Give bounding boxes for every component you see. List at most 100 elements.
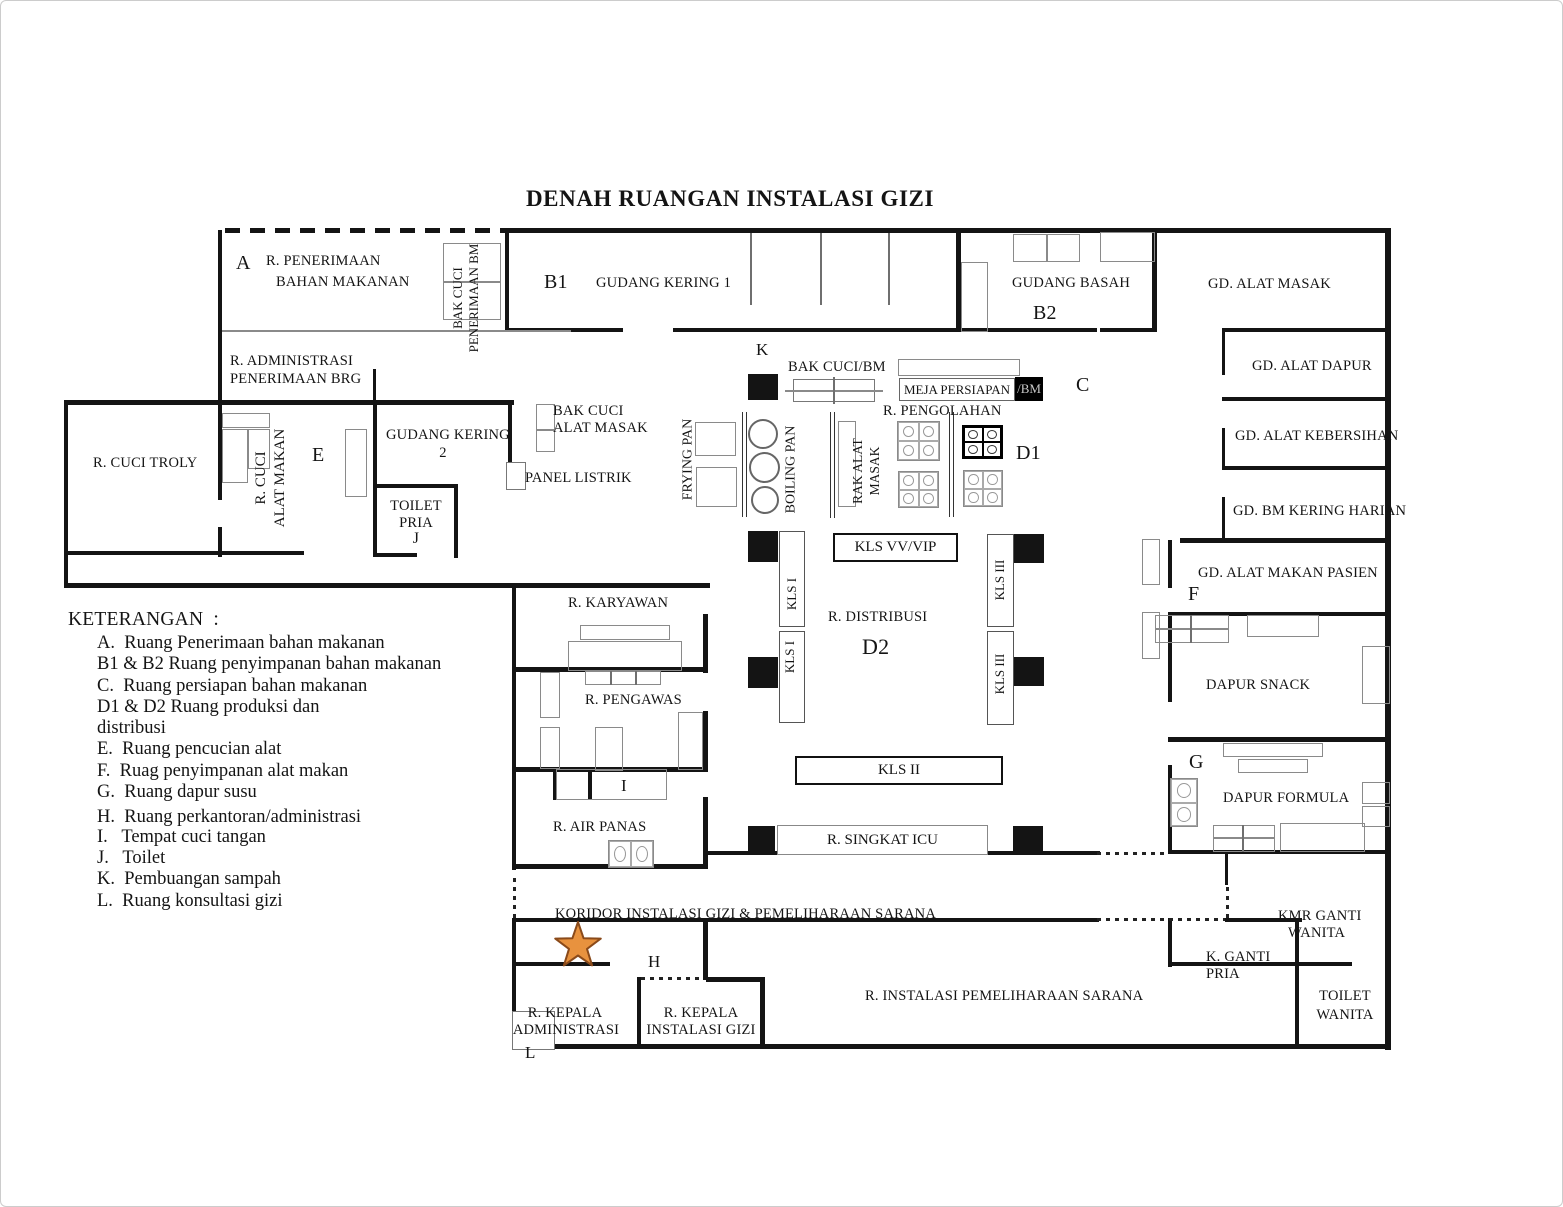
- wall: [706, 977, 765, 982]
- room-letter-f: F: [1188, 583, 1200, 605]
- counter-label-kls-iii-a: KLS III: [992, 559, 1007, 601]
- fixture-rect: [1238, 759, 1308, 773]
- wall: [748, 826, 775, 855]
- wall: [512, 962, 610, 966]
- room-letter-c: C: [1076, 374, 1090, 396]
- room-label-karyawan: R. KARYAWAN: [568, 595, 669, 611]
- room-label-gd-bm-kering: GD. BM KERING HARIAN: [1233, 503, 1407, 519]
- bak-cuci-penerimaan-line1: BAK CUCI: [450, 267, 465, 329]
- room-label-cuci-troly: R. CUCI TROLY: [93, 455, 198, 471]
- bench-line: [742, 412, 747, 517]
- wall: [512, 918, 516, 1046]
- wall: [454, 484, 458, 558]
- fixture-rect: [1013, 234, 1047, 262]
- wall: [703, 614, 708, 673]
- fixture-rect: [1100, 232, 1155, 262]
- fixture-rect: [696, 467, 737, 507]
- wall: [748, 374, 778, 400]
- wall: [1225, 918, 1302, 922]
- cuci-alat-makan-line2: ALAT MAKAN: [271, 428, 288, 528]
- fixture-line: [750, 233, 752, 305]
- wall: [218, 527, 222, 557]
- room-label-toilet-wanita-1: TOILET: [1319, 988, 1371, 1004]
- legend-title: KETERANGAN :: [68, 609, 220, 630]
- fixture-rect: [585, 671, 661, 685]
- wall: [505, 228, 1390, 233]
- legend-item: E. Ruang pencucian alat: [97, 739, 282, 760]
- room-label-penerimaan-2: BAHAN MAKANAN: [276, 274, 410, 290]
- meja-persiapan-box: MEJA PERSIAPAN: [899, 378, 1015, 401]
- wall: [512, 667, 708, 672]
- room-label-bak-cuci-alat-masak-2: ALAT MASAK: [553, 420, 648, 436]
- fixture-rect: [1362, 782, 1390, 804]
- burner: [918, 422, 939, 441]
- burner: [609, 841, 631, 867]
- room-letter-b2: B2: [1033, 302, 1057, 324]
- room-label-gd-alat-makan-pasien: GD. ALAT MAKAN PASIEN: [1198, 565, 1378, 581]
- fixture-rect: [443, 282, 501, 320]
- boiling-pan-icon: [749, 452, 780, 483]
- fixture-counter: [779, 631, 805, 723]
- burner: [899, 472, 919, 490]
- legend-item: distribusi: [97, 718, 166, 739]
- wall-dotted: [641, 977, 704, 980]
- room-label-toilet-wanita-2: WANITA: [1316, 1007, 1374, 1023]
- boiling-pan-icon: [751, 486, 779, 514]
- room-letter-l: L: [525, 1043, 536, 1062]
- room-label-koridor: KORIDOR INSTALASI GIZI & PEMELIHARAAN SA…: [555, 906, 937, 922]
- wall: [1168, 612, 1172, 702]
- fixture-line: [1213, 837, 1275, 839]
- burner: [964, 427, 983, 442]
- burner: [898, 422, 919, 441]
- wall: [1295, 918, 1299, 1046]
- room-label-gd-alat-dapur: GD. ALAT DAPUR: [1252, 358, 1372, 374]
- boiling-pan-icon: [748, 419, 778, 449]
- fixture-rect: [1047, 234, 1080, 262]
- burner: [982, 427, 1001, 442]
- wall: [512, 918, 1099, 922]
- room-label-kmr-ganti-2: WANITA: [1288, 925, 1346, 941]
- wall: [1100, 328, 1157, 332]
- legend-item: C. Ruang persiapan bahan makanan: [97, 675, 368, 696]
- rak-alat-masak-line2: MASAK: [866, 446, 882, 496]
- burner: [982, 442, 1001, 457]
- room-letter-b1: B1: [544, 271, 568, 293]
- wall: [1222, 328, 1388, 332]
- fixture-rect: [898, 359, 1020, 376]
- room-label-kmr-ganti-1: KMR GANTI: [1278, 908, 1362, 924]
- room-label-gudang-kering-2a: GUDANG KERING: [386, 427, 510, 443]
- room-label-dapur-snack: DAPUR SNACK: [1206, 677, 1311, 693]
- wall: [703, 711, 708, 772]
- room-label-instalasi-pemeliharaan: R. INSTALASI PEMELIHARAAN SARANA: [865, 988, 1144, 1004]
- legend-item: A. Ruang Penerimaan bahan makanan: [97, 633, 385, 653]
- room-label-kepala-adm-2: ADMINISTRASI: [512, 1022, 620, 1038]
- fixture-rect: [540, 727, 560, 769]
- room-label-pengawas: R. PENGAWAS: [585, 692, 682, 708]
- fixture-rect: [595, 727, 623, 771]
- wall: [64, 400, 68, 588]
- wall-dotted: [1097, 852, 1168, 855]
- fixture-line: [1155, 628, 1229, 630]
- fixture-line: [833, 377, 835, 404]
- room-label-toilet-pria-1: TOILET: [390, 498, 442, 514]
- room-label-gd-alat-masak: GD. ALAT MASAK: [1208, 276, 1331, 292]
- stove-icon: [897, 421, 940, 461]
- room-letter-d2: D2: [862, 634, 890, 659]
- legend-item: F. Ruag penyimpanan alat makan: [97, 760, 349, 781]
- fixture-rect: [1142, 612, 1160, 659]
- wall-dashed: [225, 228, 505, 233]
- wall: [512, 1044, 1391, 1049]
- wall: [64, 583, 710, 588]
- room-label-bak-cuci-alat-masak-1: BAK CUCI: [553, 403, 624, 419]
- room-label-gudang-kering-2b: 2: [439, 445, 447, 461]
- fixture-counter: [987, 631, 1014, 725]
- wall: [1168, 737, 1388, 742]
- singkat-icu-box: R. SINGKAT ICU: [777, 825, 988, 855]
- counter-label-kls-iii-b: KLS III: [992, 653, 1007, 695]
- wall: [760, 977, 765, 1046]
- room-label-administrasi-1: R. ADMINISTRASI: [230, 353, 354, 369]
- wall: [1222, 466, 1388, 470]
- room-label-gudang-basah: GUDANG BASAH: [1012, 275, 1131, 291]
- room-label-k-ganti-2: PRIA: [1206, 966, 1240, 982]
